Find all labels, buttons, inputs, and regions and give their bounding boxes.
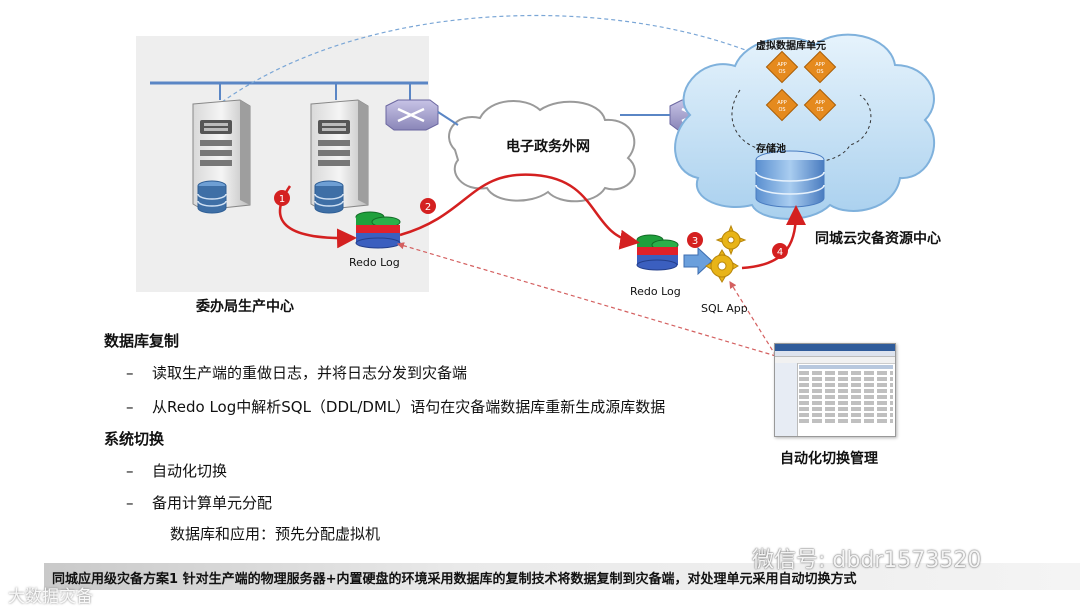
step-badge-3: 3: [687, 232, 703, 248]
production-center-panel: [136, 36, 429, 292]
auto-switch-app-window: [774, 343, 896, 437]
bullet-text: 读取生产端的重做日志，并将日志分发到灾备端: [152, 364, 468, 382]
step-1-text: 1: [279, 194, 285, 205]
app-grid-row: [799, 413, 893, 417]
lan-router-link: [437, 111, 459, 126]
network-cloud-shape: [448, 99, 636, 203]
bullet-dash: –: [126, 494, 134, 512]
step-4-text: 4: [777, 247, 783, 258]
app-grid-row: [799, 395, 893, 399]
vm-1-app-text: APP: [777, 62, 786, 68]
sql-app-label: SQL App: [701, 302, 748, 315]
virtual-db-unit-label: 虚拟数据库单元: [756, 41, 826, 52]
vm-4-app-text: APP: [815, 100, 824, 106]
database-1-icon: [197, 180, 227, 214]
bullet-text: 备用计算单元分配: [152, 494, 273, 512]
storage-pool-icon: [755, 150, 825, 208]
bullet-text: 自动化切换: [152, 462, 228, 480]
router-left-icon: [385, 99, 439, 131]
app-grid-row: [799, 407, 893, 411]
app-grid-row: [799, 419, 893, 423]
flow-arrow-2: [399, 173, 640, 250]
step-badge-4: 4: [772, 243, 788, 259]
redo-log-right-label: Redo Log: [630, 285, 681, 298]
vm-1-os-text: OS: [778, 69, 785, 75]
vm-box-4: APP OS: [803, 88, 837, 122]
bullet-text: 从Redo Log中解析SQL（DDL/DML）语句在灾备端数据库重新生成源库数…: [152, 398, 666, 416]
vm-3-app-text: APP: [777, 100, 786, 106]
server-2-icon: [310, 99, 369, 211]
database-2-icon: [314, 180, 344, 214]
network-cloud-label: 电子政务外网: [506, 139, 590, 155]
sync-dashed-arc: [221, 14, 791, 103]
vm-3-os-text: OS: [778, 107, 785, 113]
sub-note-vm-preallocation: 数据库和应用：预先分配虚拟机: [170, 525, 381, 543]
vm-2-os-text: OS: [816, 69, 823, 75]
step-badge-2: 2: [420, 198, 436, 214]
bullet-db-replication-1: –读取生产端的重做日志，并将日志分发到灾备端: [126, 362, 467, 383]
app-grid-row: [799, 383, 893, 387]
app-grid-row: [799, 371, 893, 375]
app-sidebar: [775, 363, 798, 436]
redo-log-right-icon: [636, 234, 679, 271]
redo-log-left-icon: [355, 211, 401, 249]
caption-text: 同城应用级灾备方案1 针对生产端的物理服务器+内置硬盘的环境采用数据库的复制技术…: [52, 572, 857, 587]
bullet-dash: –: [126, 398, 134, 416]
vm-box-1: APP OS: [765, 50, 799, 84]
step-badge-1: 1: [274, 190, 290, 206]
storage-pool-label: 存储池: [756, 144, 786, 155]
auto-switch-mgmt-label: 自动化切换管理: [780, 451, 878, 467]
vm-4-os-text: OS: [816, 107, 823, 113]
vm-box-2: APP OS: [803, 50, 837, 84]
vm-2-app-text: APP: [815, 62, 824, 68]
bullet-system-switch-2: –备用计算单元分配: [126, 492, 272, 513]
prod-center-label: 委办局生产中心: [196, 299, 294, 315]
app-grid-row: [799, 377, 893, 381]
control-dashed-line-2: [729, 280, 777, 357]
app-toolbar: [775, 357, 895, 364]
app-grid-row: [799, 401, 893, 405]
logo-watermark: 大数据灾备: [8, 587, 93, 607]
wechat-watermark: 微信号: dbdr1573520: [752, 548, 982, 573]
caption-banner: [44, 563, 1080, 590]
app-grid: [799, 365, 893, 434]
gears-icon: [705, 224, 747, 283]
section-title-system-switch: 系统切换: [104, 430, 165, 448]
app-titlebar: [775, 344, 895, 351]
step-3-text: 3: [692, 236, 698, 247]
bullet-system-switch-1: –自动化切换: [126, 460, 227, 481]
dr-center-label: 同城云灾备资源中心: [815, 231, 941, 247]
bullet-db-replication-2: –从Redo Log中解析SQL（DDL/DML）语句在灾备端数据库重新生成源库…: [126, 396, 665, 417]
apply-arrow-icon: [683, 246, 713, 276]
bullet-dash: –: [126, 364, 134, 382]
dr-cloud-shape: [674, 33, 935, 220]
control-dashed-line-1: [396, 242, 777, 357]
app-grid-row: [799, 389, 893, 393]
bullet-dash: –: [126, 462, 134, 480]
step-2-text: 2: [425, 202, 431, 213]
redo-log-left-label: Redo Log: [349, 256, 400, 269]
app-grid-header: [799, 365, 893, 369]
app-menubar: [775, 351, 895, 357]
section-title-db-replication: 数据库复制: [104, 332, 180, 350]
vm-box-3: APP OS: [765, 88, 799, 122]
